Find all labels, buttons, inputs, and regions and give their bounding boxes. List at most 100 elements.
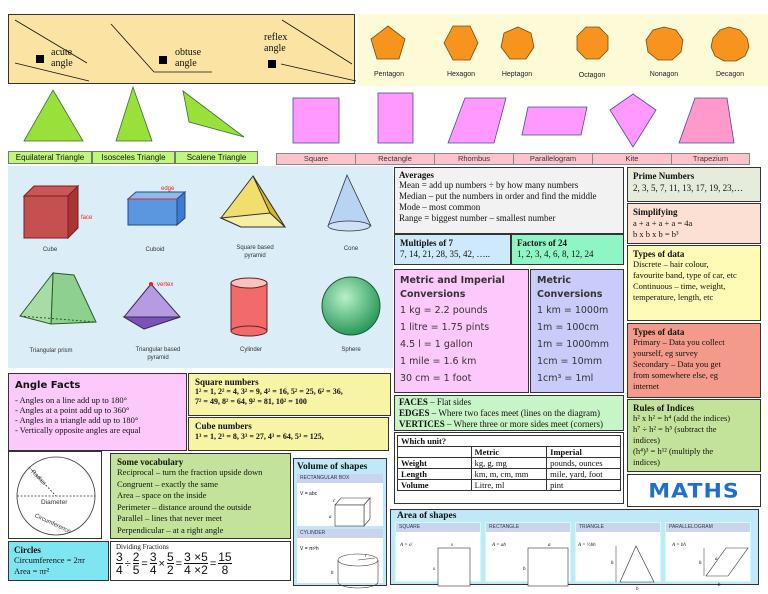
dividing-fractions-title: Dividing Fractions [116, 543, 169, 551]
faces-definition: FACES – Flat sides [399, 397, 472, 407]
quad-label-rhombus: Rhombus [434, 153, 514, 165]
types-data-line: Discrete – hair colour, [633, 259, 709, 269]
square-numbers-box: Square numbers 1² = 1, 2² = 4, 3² = 9, 4… [188, 373, 391, 416]
table-row: Length km, m, cm, mm mile, yard, foot [397, 468, 621, 480]
vocabulary-item: Reciprocal – turn the fraction upside do… [117, 467, 263, 477]
factors-value: 1, 2, 3, 4, 6, 8, 12, 24 [517, 249, 594, 259]
averages-line: Mean = add up numbers ÷ by how many numb… [399, 180, 579, 190]
simplifying-line: b x b x b = b³ [633, 229, 679, 239]
averages-line: Range = biggest number – smallest number [399, 213, 556, 223]
polygon-label-nonagon: Nonagon [649, 71, 679, 78]
types-of-data-discrete-box: Types of data Discrete – hair colour, fa… [627, 245, 761, 321]
triangle-label-equilateral: Equilateral Triangle [8, 151, 92, 164]
circles-formula-box: Circles Circumference = 2πr Area = πr² [8, 541, 109, 581]
maths-logo: MATHS [627, 474, 761, 507]
types-data-2-line: Secondary – Data you get [633, 359, 721, 369]
svg-text:edge: edge [161, 186, 175, 192]
circle-diagram: Radius Diameter Circumference [16, 456, 96, 536]
vocabulary-title: Some vocabulary [117, 457, 184, 467]
svg-text:b: b [523, 567, 526, 572]
volume-cylinder-head: CYLINDER [297, 529, 383, 538]
simplifying-title: Simplifying [633, 207, 678, 217]
svg-text:s: s [451, 543, 453, 548]
types-data-title: Types of data [633, 249, 685, 259]
prime-numbers-value: 2, 3, 5, 7, 11, 13, 17, 19, 23,… [633, 183, 743, 193]
polygon-label-octagon: Octagon [578, 72, 606, 79]
svg-text:face: face [81, 215, 93, 221]
vocabulary-item: Area – space on the inside [117, 490, 207, 500]
types-data-2-title: Types of data [633, 327, 685, 337]
angle-facts-box: Angle Facts - Angles on a line add up to… [8, 373, 187, 451]
parallelogram-area-drawing: hab [699, 547, 749, 588]
square-numbers-title: Square numbers [195, 377, 259, 387]
which-unit-box: Which unit? Metric Imperial Weight kg, g… [394, 432, 624, 504]
types-data-2-line: yourself, eg survey [633, 348, 698, 358]
volume-cylinder-panel: CYLINDER V = πr²h r h [297, 529, 383, 589]
indices-line: h⁷ ÷ h² = h⁵ (subtract the [633, 424, 717, 434]
table-header-row: Metric Imperial [397, 446, 621, 458]
polygon-label-heptagon: Heptagon [501, 71, 533, 78]
svg-text:c: c [333, 499, 336, 504]
quad-label-trapezium: Trapezium [671, 153, 750, 165]
circumference-formula: Circumference = 2πr [14, 555, 85, 565]
factors-of-24-box: Factors of 24 1, 2, 3, 4, 6, 8, 12, 24 [511, 234, 624, 265]
cube-numbers-box: Cube numbers 1³ = 1, 2³ = 8, 3³ = 27, 4³… [188, 417, 389, 451]
types-data-2-line: Primary – Data you collect [633, 337, 725, 347]
vocabulary-item: Perpendicular – at a right angle [117, 524, 224, 535]
vertices-definition: VERTICES – Where three or more sides mee… [399, 419, 603, 429]
table-row: Weight kg, g, mg pounds, ounces [397, 457, 621, 469]
svg-text:vertex: vertex [157, 282, 173, 288]
types-data-line: favourite band, type of car, etc [633, 270, 737, 280]
quad-label-kite: Kite [592, 153, 672, 165]
volume-box-panel: RECTANGULAR BOX V = abc c a b [297, 474, 383, 535]
solid-label-cuboid: Cuboid [145, 247, 165, 253]
circle-diagram-box: Radius Diameter Circumference [8, 451, 102, 539]
vocabulary-item: Congruent – exactly the same [117, 478, 219, 489]
types-data-2-line: internet [633, 381, 659, 391]
averages-title: Averages [399, 170, 434, 180]
solid-label-cylinder: Cylinder [239, 347, 262, 353]
svg-text:b: b [636, 587, 639, 592]
quad-label-rectangle: Rectangle [355, 153, 435, 165]
svg-text:h: h [699, 561, 702, 566]
triangle-shapes [23, 85, 245, 142]
svg-text:Diameter: Diameter [41, 499, 68, 506]
solid-label-triangular-prism: Triangular prism [29, 348, 73, 354]
volume-box-formula: V = abc [300, 491, 318, 497]
square-numbers-line: 7² = 49, 8² = 64, 9² = 81, 10² = 100 [195, 397, 307, 406]
cylinder-drawing: r h [331, 553, 379, 589]
cube-numbers-line: 1³ = 1, 2³ = 8, 3³ = 27, 4³ = 64, 5³ = 1… [195, 432, 324, 441]
maths-logo-text: MATHS [648, 480, 740, 503]
svg-text:h: h [611, 561, 614, 566]
multiples-of-7-box: Multiples of 7 7, 14, 21, 28, 35, 42, ….… [394, 234, 511, 265]
angle-diagrams [14, 19, 357, 82]
averages-box: Averages Mean = add up numbers ÷ by how … [394, 167, 624, 234]
3d-shapes-panel: face edge vertex [8, 166, 393, 368]
vocabulary-box: Some vocabulary Reciprocal – turn the fr… [110, 453, 291, 539]
indices-line: indices) [633, 457, 660, 467]
svg-text:Radius: Radius [30, 469, 47, 487]
svg-text:s: s [433, 567, 435, 572]
area-formula: Area = πr² [14, 566, 50, 576]
volume-of-shapes-box: Volume of shapes RECTANGULAR BOX V = abc… [293, 458, 387, 589]
averages-line: Median – put the numbers in order and fi… [399, 191, 597, 201]
prime-numbers-title: Prime Numbers [633, 171, 695, 181]
rules-of-indices-box: Rules of Indices h² x h² = h⁴ (add the i… [627, 399, 761, 472]
rectangular-box-drawing: c a b [329, 497, 371, 535]
quad-label-square: Square [276, 153, 356, 165]
vocabulary-item: Parallel – lines that never meet [117, 513, 223, 523]
factors-title: Factors of 24 [517, 238, 567, 248]
svg-text:r: r [365, 554, 367, 559]
which-unit-title: Which unit? [397, 435, 621, 447]
area-title: Area of shapes [397, 511, 457, 521]
angle-fact: - Vertically opposite angles are equal [15, 425, 141, 435]
metric-imperial-list: 1 kg = 2.2 pounds 1 litre = 1.75 pints 4… [400, 305, 490, 384]
